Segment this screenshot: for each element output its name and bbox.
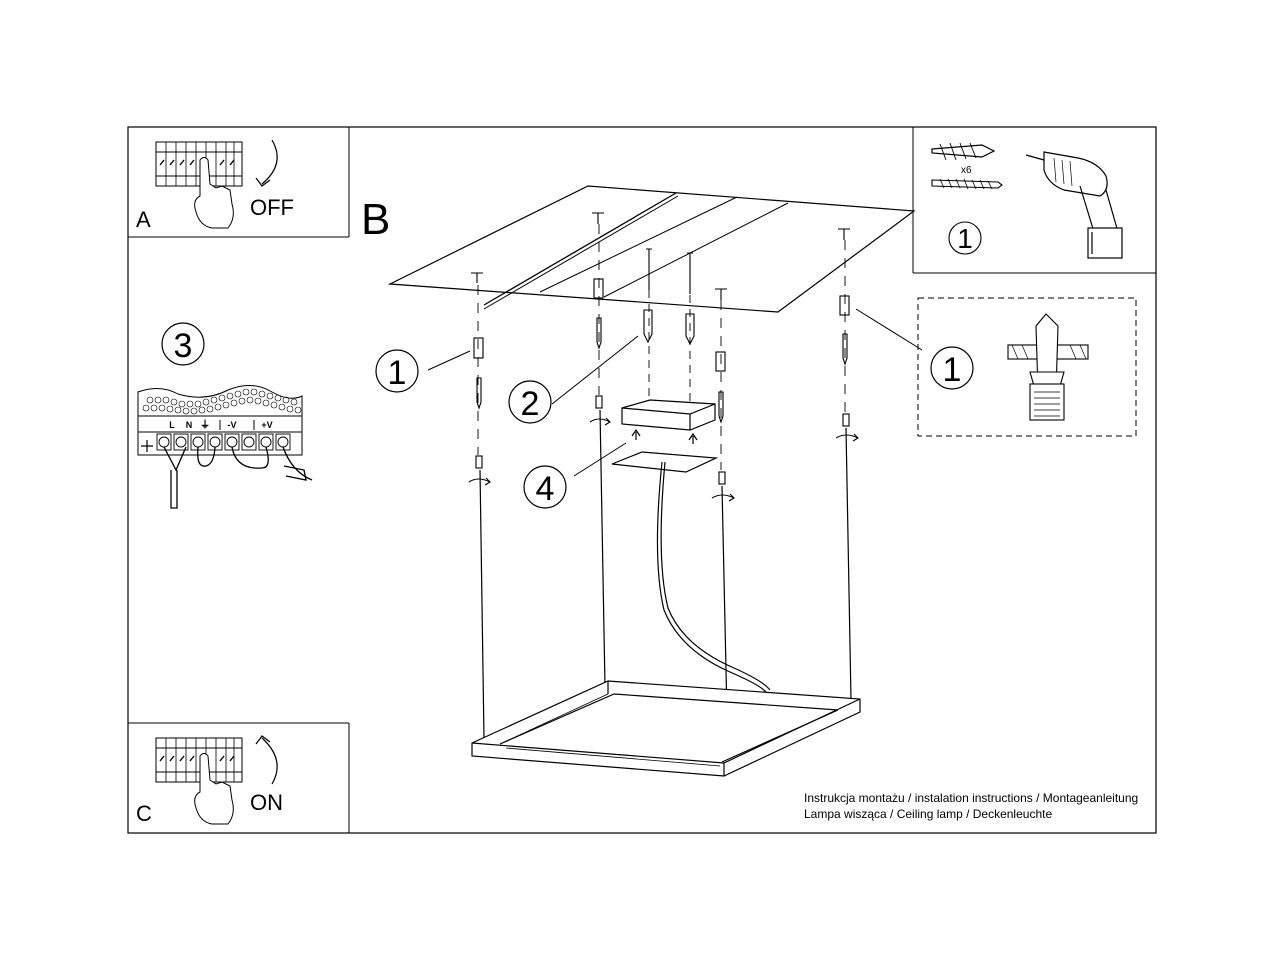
caption-line-1: Instrukcja montażu / instalation instruc… [804, 791, 1139, 805]
hand-icon-a [194, 157, 234, 229]
parts-step-number: 1 [957, 223, 973, 254]
anchor-in-ceiling-icon [1007, 313, 1089, 421]
step-3-number: 3 [174, 327, 193, 365]
anchor-detail-panel: 1 [855, 297, 1137, 437]
arrow-down-icon [261, 139, 278, 185]
panel-c-letter: C [136, 801, 152, 826]
breaker-box-c [155, 737, 243, 783]
ceiling-plane [387, 185, 916, 313]
suspension-cables [479, 409, 852, 763]
callout-anchor: 1 [375, 349, 471, 393]
panel-c-action: ON [250, 790, 283, 815]
panel-a: A OFF [136, 139, 294, 232]
terminal-label-plus-v: +V [261, 420, 272, 430]
supply-wires [163, 446, 313, 509]
step-3-badge [161, 322, 205, 366]
panel-a-letter: A [136, 207, 151, 232]
callout-canopy-number: 4 [536, 470, 555, 508]
terminal-label-l: L [169, 420, 175, 430]
step-3: 3 [137, 322, 313, 509]
terminal-label-n: N [186, 420, 193, 430]
screw-icon [931, 178, 1003, 190]
terminal-label-earth: ⏚ [200, 419, 210, 431]
panel-c: C ON [136, 735, 283, 826]
callout-anchor-number: 1 [388, 354, 407, 392]
callout-cable-number: 2 [521, 385, 540, 423]
parts-step-badge [948, 221, 982, 255]
terminal-label-minus-v: -V [228, 420, 237, 430]
panel-b-letter: B [361, 195, 390, 244]
callout-cable: 2 [508, 335, 639, 424]
parts-panel: x6 1 [912, 127, 1156, 274]
panel-a-action: OFF [250, 195, 294, 220]
canopy [611, 399, 719, 473]
breaker-box-a [155, 141, 243, 187]
hand-icon-c [194, 753, 234, 825]
terminal-screws [156, 433, 291, 451]
terminal-housing [137, 385, 303, 456]
detail-callout-badge [930, 346, 974, 390]
wall-plug-icon [931, 142, 996, 161]
suspension-hardware [468, 212, 859, 502]
parts-count: x6 [961, 165, 972, 176]
drill-icon [1025, 151, 1123, 259]
caption-line-2: Lampa wisząca / Ceiling lamp / Deckenleu… [804, 807, 1053, 821]
detail-callout-number: 1 [943, 351, 962, 389]
arrow-up-icon [261, 737, 278, 785]
callout-canopy: 4 [523, 442, 627, 509]
outer-frame [127, 126, 1157, 834]
lamp-frame [471, 680, 861, 777]
